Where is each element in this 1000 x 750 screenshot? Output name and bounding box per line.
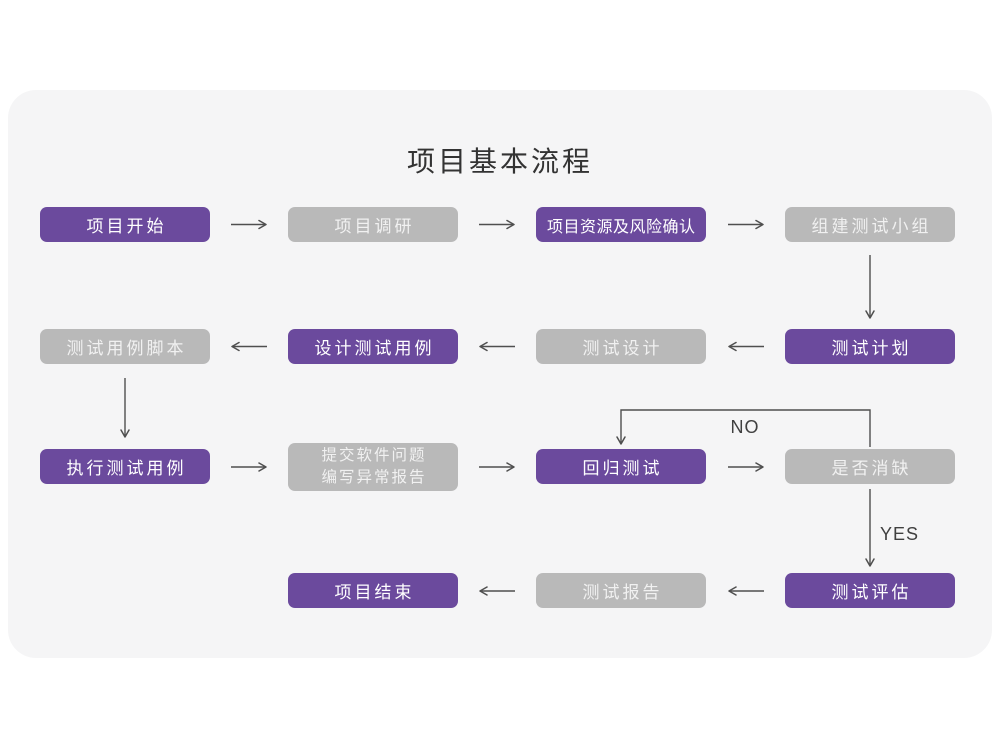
node-defect-cleared: 是否消缺 [785,449,955,484]
node-build-test-team: 组建测试小组 [785,207,955,242]
node-test-design: 测试设计 [536,329,706,364]
flowchart-card [8,90,992,658]
node-test-case-script: 测试用例脚本 [40,329,210,364]
node-execute-test-cases: 执行测试用例 [40,449,210,484]
node-line-1: 提交软件问题 [321,447,427,464]
node-project-research: 项目调研 [288,207,458,242]
node-test-evaluation: 测试评估 [785,573,955,608]
node-regression-test: 回归测试 [536,449,706,484]
node-design-test-cases: 设计测试用例 [288,329,458,364]
node-line-2: 编写异常报告 [321,469,427,486]
node-test-report: 测试报告 [536,573,706,608]
node-submit-issue-report: 提交软件问题 编写异常报告 [288,443,458,491]
page-title: 项目基本流程 [406,146,593,177]
node-resource-risk-confirm: 项目资源及风险确认 [536,207,706,242]
node-project-end: 项目结束 [288,573,458,608]
node-test-plan: 测试计划 [785,329,955,364]
node-project-start: 项目开始 [40,207,210,242]
